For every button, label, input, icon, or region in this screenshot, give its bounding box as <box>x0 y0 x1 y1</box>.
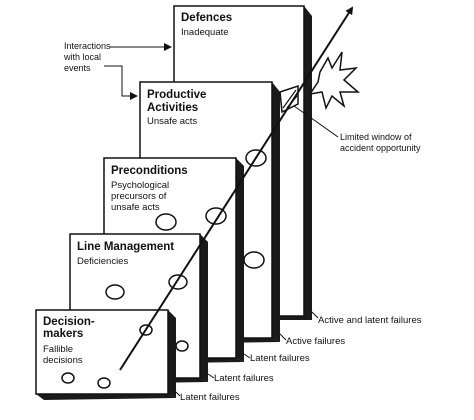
layer-title: Defences <box>181 12 232 24</box>
hole <box>105 284 125 300</box>
layer-subtitle: Psychological precursors of unsafe acts <box>111 180 172 213</box>
failure-label: Active and latent failures <box>318 315 422 326</box>
layer-subtitle: Fallible decisions <box>43 344 83 366</box>
hole <box>175 340 189 352</box>
layer-title: Line Management <box>77 241 174 253</box>
failure-label: Active failures <box>286 336 345 347</box>
interactions-arrow-bottom <box>104 65 138 100</box>
hole <box>168 274 188 290</box>
failure-label: Latent failures <box>180 392 240 403</box>
window-annotation: Limited window of accident opportunity <box>340 132 421 153</box>
accident-burst-icon <box>308 51 361 111</box>
failure-label: Latent failures <box>250 353 310 364</box>
failure-labels: Active and latent failures Active failur… <box>175 311 422 403</box>
failure-label: Latent failures <box>214 373 274 384</box>
hole <box>97 377 111 389</box>
layer-title: Productive Activities <box>147 89 210 114</box>
accident-trajectory-arrow <box>119 6 354 371</box>
layer-subtitle: Unsafe acts <box>147 116 197 127</box>
window-pointer <box>293 105 339 138</box>
hole <box>155 213 177 231</box>
layer-title: Decision- makers <box>43 316 98 340</box>
layer-subtitle: Deficiencies <box>77 256 128 267</box>
layer-subtitle: Inadequate <box>181 27 229 38</box>
hole <box>61 372 75 384</box>
layer-title: Preconditions <box>111 165 188 177</box>
holes <box>61 149 267 389</box>
interactions-annotation: Interactions with local events <box>63 41 113 73</box>
hole <box>243 251 265 269</box>
